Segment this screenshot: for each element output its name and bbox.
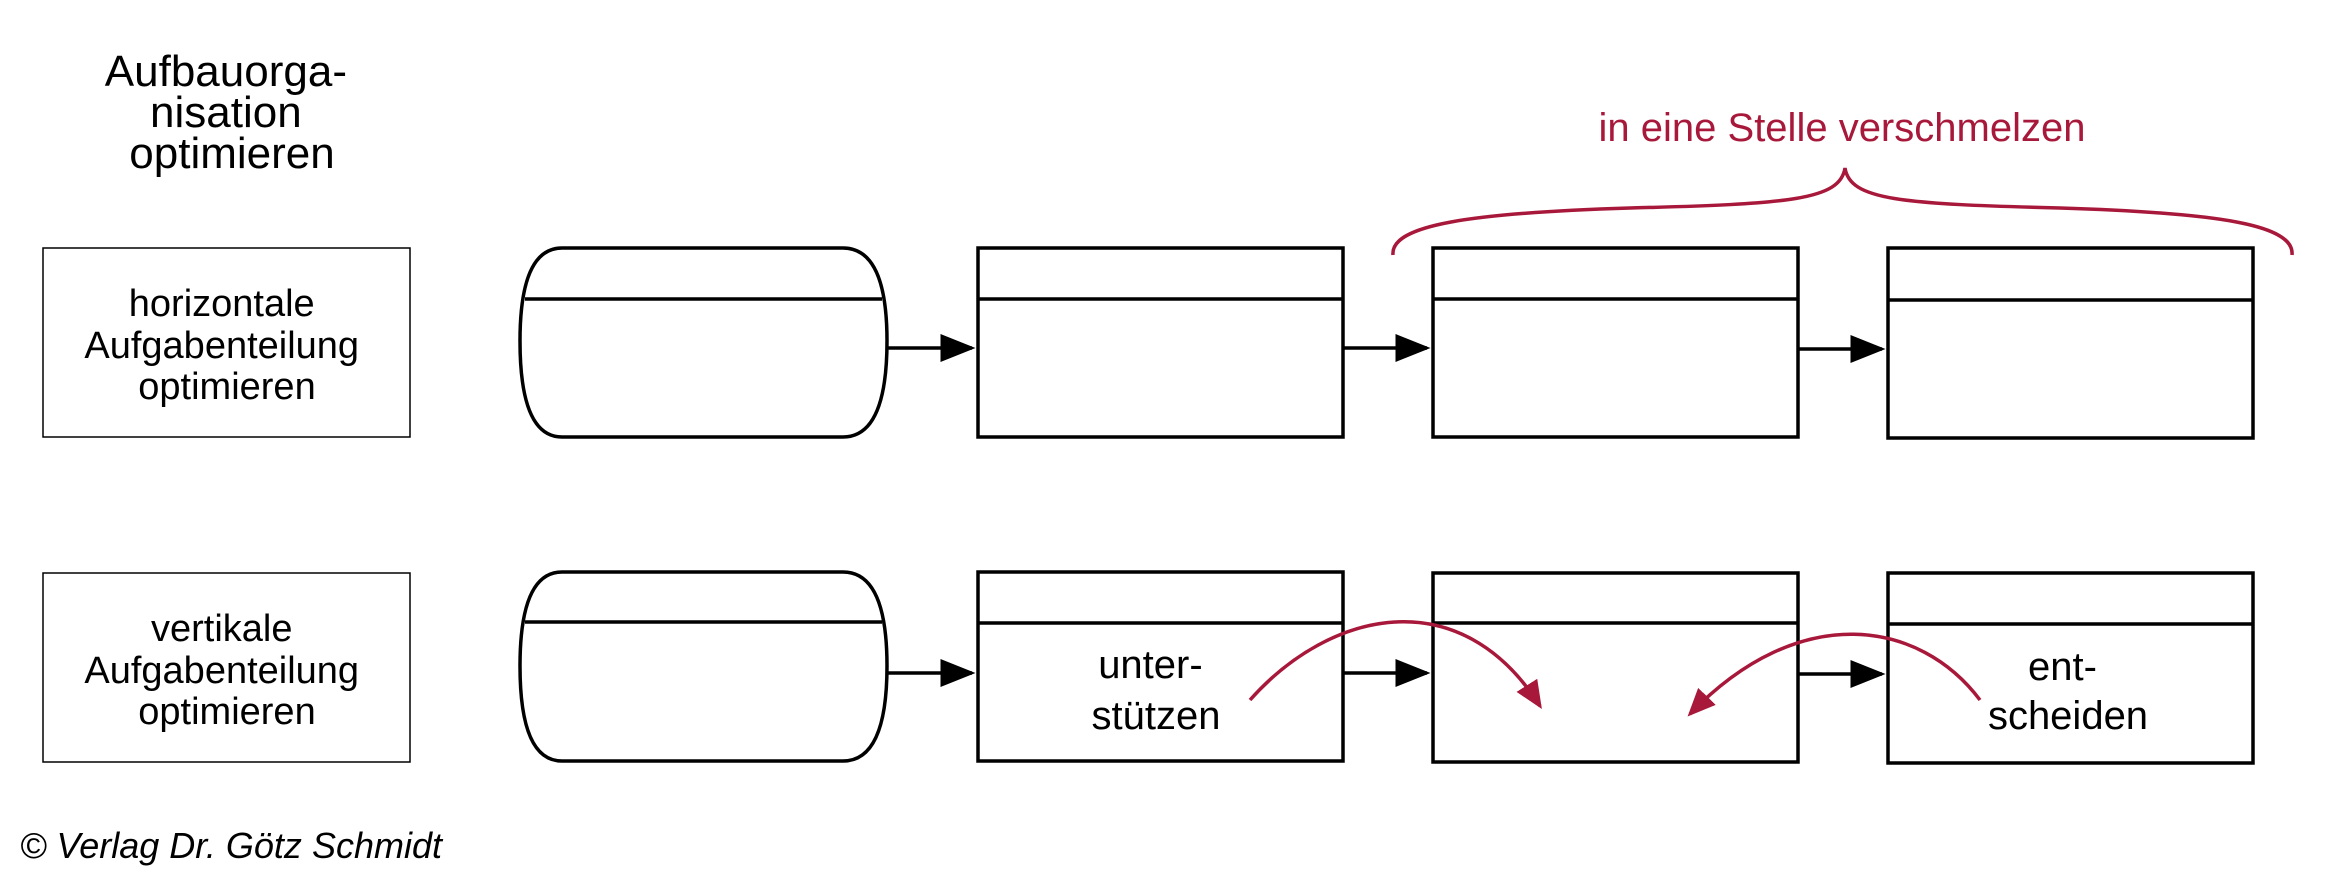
process-box-row2-1 (976, 570, 1345, 763)
row-label-horizontal: horizontale Aufgabenteilung optimieren (84, 283, 369, 408)
support-label: unter- stützen (1092, 643, 1221, 738)
merge-brace (1391, 167, 2294, 256)
start-shape-row2 (518, 570, 889, 763)
process-box-row1-1 (976, 246, 1345, 439)
row-label-vertical: vertikale Aufgabenteilung optimieren (84, 608, 369, 733)
process-box-row2-2 (1431, 571, 1800, 764)
diagram-title: Aufbauorga- nisation optimieren (105, 47, 359, 178)
process-box-row1-3 (1886, 246, 2255, 440)
decide-label: ent- scheiden (1988, 645, 2148, 738)
curved-arrow-decide (1687, 632, 1982, 717)
copyright: © Verlag Dr. Götz Schmidt (20, 825, 444, 866)
row-label-box-vertical (42, 572, 411, 763)
merge-brace-label: in eine Stelle verschmelzen (1599, 106, 2086, 150)
row-label-box-horizontal (42, 247, 411, 438)
process-box-row1-2 (1431, 246, 1800, 439)
start-shape-row1 (518, 246, 889, 439)
curved-arrow-support (1248, 620, 1542, 709)
